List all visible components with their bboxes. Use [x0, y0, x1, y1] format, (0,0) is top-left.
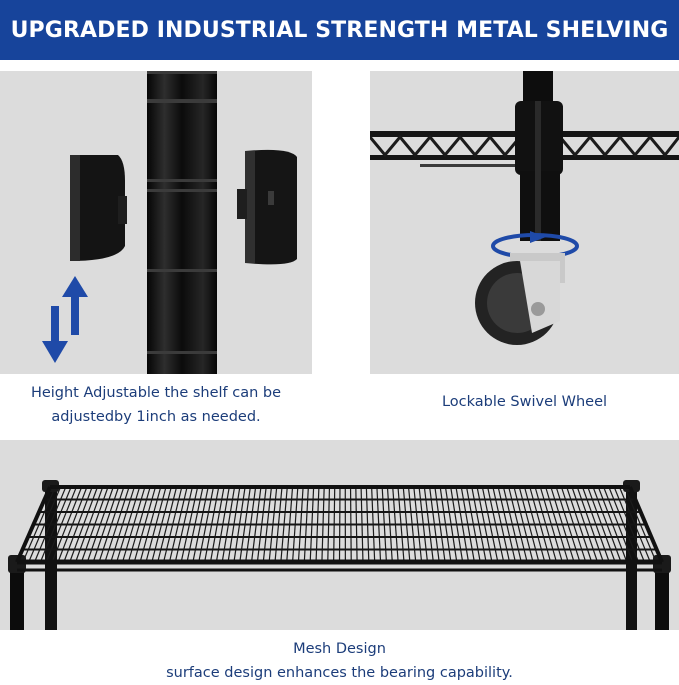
mesh-grid — [17, 487, 662, 562]
mesh-shelf-image — [0, 440, 679, 630]
shelf-pole — [147, 71, 217, 374]
up-arrow-icon — [62, 276, 88, 335]
caption-line: Height Adjustable the shelf can be — [0, 381, 312, 405]
banner-title: UPGRADED INDUSTRIAL STRENGTH METAL SHELV… — [11, 18, 669, 43]
sleeve-left — [70, 155, 127, 261]
caption-line: surface design enhances the bearing capa… — [0, 661, 679, 685]
caption-line: adjustedby 1inch as needed. — [0, 405, 312, 429]
height-adjust-caption: Height Adjustable the shelf can be adjus… — [0, 381, 312, 429]
swivel-wheel-caption: Lockable Swivel Wheel — [370, 390, 679, 414]
caption-line: Mesh Design — [0, 637, 679, 661]
down-arrow-icon — [42, 306, 68, 363]
height-adjust-image — [0, 71, 312, 374]
wheel — [475, 253, 565, 345]
header-banner: UPGRADED INDUSTRIAL STRENGTH METAL SHELV… — [0, 0, 679, 60]
swivel-wheel-image — [370, 71, 679, 374]
caster-post — [515, 71, 563, 241]
mesh-design-caption: Mesh Design surface design enhances the … — [0, 637, 679, 685]
caption-line: Lockable Swivel Wheel — [370, 390, 679, 414]
sleeve-right — [237, 150, 297, 264]
